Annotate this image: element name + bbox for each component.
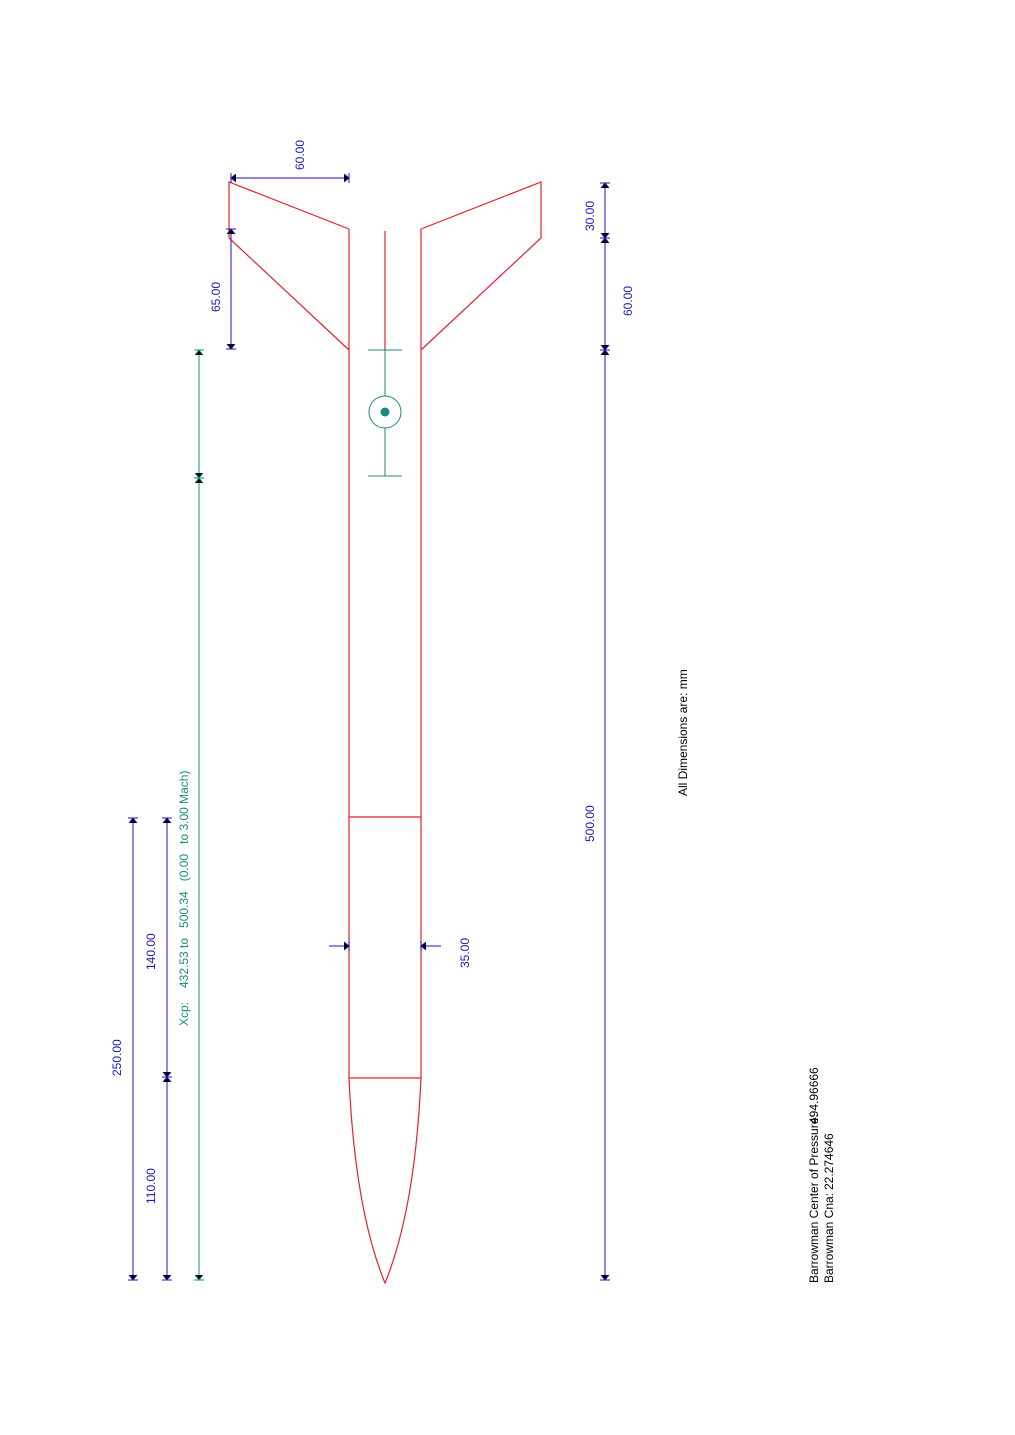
- barrowman-cp-value: 494.96666: [807, 1067, 821, 1124]
- cp-range-label: Xcp:: [177, 1002, 191, 1026]
- nose-length-label: 110.00: [144, 1168, 158, 1204]
- cp-marker: [368, 349, 402, 477]
- fin-span-label: 60.00: [293, 140, 307, 170]
- cp-range-value: 432.53 to 500.34 (0.00 to 3.00 Mach): [177, 771, 191, 988]
- right-dimension-line: [600, 182, 610, 1281]
- fin-span-dimension: [230, 173, 350, 183]
- fin-offset-label: 65.00: [209, 282, 223, 312]
- units-note: All Dimensions are: mm: [676, 669, 690, 796]
- barrowman-cna-value: 22.274646: [822, 1133, 836, 1190]
- barrowman-cp-label: Barrowman Center of Pressure:: [807, 1114, 821, 1283]
- body-length-label: 500.00: [583, 805, 597, 842]
- nose-cone: [348, 1077, 422, 1285]
- fin-tip-chord-label: 30.00: [583, 201, 597, 231]
- rocket-body: [228, 181, 542, 1285]
- fin-offset-dimension: [226, 228, 236, 350]
- fin-root-chord-label: 60.00: [621, 286, 635, 316]
- upper-length-dimension: [128, 817, 138, 1281]
- barrowman-cna-label: Barrowman Cna:: [822, 1193, 836, 1283]
- upper-length-label: 250.00: [110, 1039, 124, 1076]
- tube-length-label: 140.00: [144, 933, 158, 970]
- cp-range-dimension: [194, 349, 204, 1281]
- fin-right: [420, 181, 542, 351]
- diameter-dimension: [329, 941, 441, 951]
- cp-dot: [380, 407, 390, 417]
- fin-left: [228, 181, 350, 351]
- diameter-label: 35.00: [458, 938, 472, 968]
- section-length-dimension: [162, 817, 172, 1281]
